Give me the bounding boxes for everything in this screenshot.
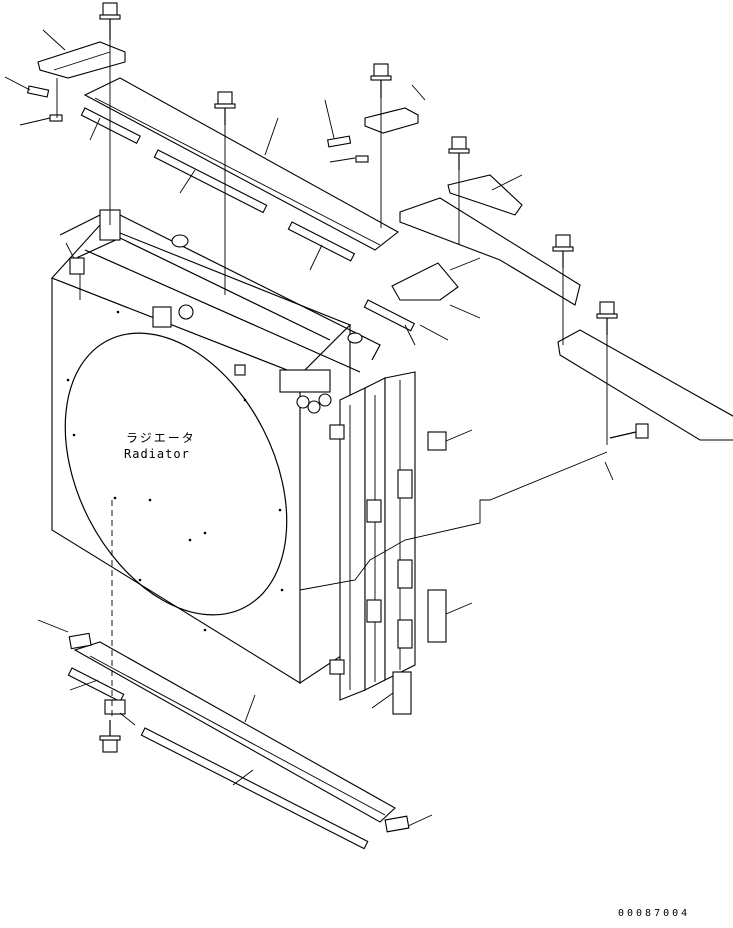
bolt-1 [99, 2, 121, 40]
top-cover-plate [80, 77, 399, 262]
top-left-bracket [26, 41, 126, 122]
bolt-6 [596, 301, 618, 335]
bolts [99, 2, 649, 753]
bolt-3 [370, 63, 392, 98]
assembly-lines [56, 40, 608, 720]
part-name-japanese: ラジエータ [126, 431, 196, 445]
bolt-2 [214, 91, 236, 125]
bolt-4 [448, 136, 470, 170]
top-right-brackets [327, 107, 733, 441]
bolt-7 [609, 423, 649, 439]
radiator-core [51, 209, 381, 685]
side-frame [329, 371, 416, 701]
leader-lines [4, 29, 614, 827]
bolt-8 [99, 720, 121, 753]
bolt-5 [552, 234, 574, 268]
part-name-english: Radiator [124, 447, 190, 461]
drawing-number: 00087004 [618, 908, 691, 919]
